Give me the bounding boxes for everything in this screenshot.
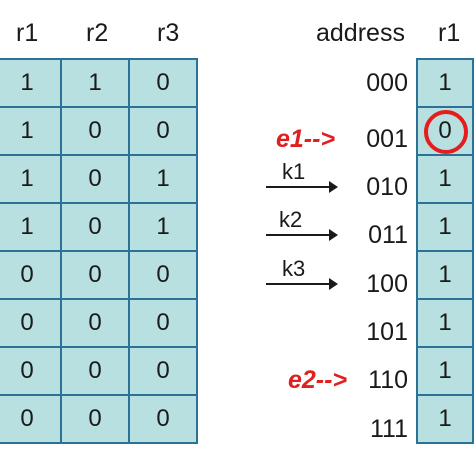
- address-label: 100: [366, 270, 408, 298]
- table-cell: 1: [416, 394, 474, 444]
- table-cell: 0: [0, 394, 62, 444]
- header-r2: r2: [86, 19, 109, 47]
- address-label: 011: [368, 221, 408, 249]
- address-label: 101: [366, 318, 408, 346]
- table-row: 0 0 0: [0, 298, 198, 348]
- key-label-k3: k3: [282, 256, 306, 281]
- table-cell: 0: [60, 154, 130, 204]
- table-cell: 1: [416, 346, 474, 396]
- table-cell: 0: [60, 106, 130, 156]
- table-cell: 1: [0, 106, 62, 156]
- address-label: 000: [366, 69, 408, 97]
- table-cell: 1: [416, 202, 474, 252]
- table-cell: 0: [128, 394, 198, 444]
- header-address: address: [316, 19, 405, 47]
- table-cell: 1: [416, 58, 474, 108]
- table-row: 1: [416, 250, 474, 300]
- error-highlight-circle: [424, 110, 468, 154]
- table-row: 0 0 0: [0, 346, 198, 396]
- left-truth-table: 1 1 0 1 0 0 1 0 1 1 0 1 0 0 0 0 0 0: [0, 58, 198, 444]
- table-row: 1: [416, 202, 474, 252]
- arrow-icon: [266, 181, 338, 193]
- table-cell: 1: [0, 58, 62, 108]
- table-cell: 0: [0, 250, 62, 300]
- arrow-icon: [266, 229, 338, 241]
- table-cell: 1: [416, 250, 474, 300]
- table-row: 1: [416, 154, 474, 204]
- table-cell: 0: [60, 250, 130, 300]
- table-cell: 1: [416, 154, 474, 204]
- table-cell: 0: [0, 346, 62, 396]
- table-row: 0 0 0: [0, 250, 198, 300]
- table-row: 1: [416, 58, 474, 108]
- table-cell: 0: [0, 298, 62, 348]
- header-r3: r3: [157, 19, 180, 47]
- table-cell: 0: [128, 106, 198, 156]
- address-label: 110: [368, 366, 408, 394]
- table-cell: 0: [128, 346, 198, 396]
- table-cell: 0: [128, 250, 198, 300]
- table-cell: 1: [128, 202, 198, 252]
- header-right-r1: r1: [438, 19, 461, 47]
- arrow-icon: [266, 278, 338, 290]
- table-row: 1: [416, 298, 474, 348]
- address-label: 010: [366, 173, 408, 201]
- table-cell: 0: [128, 58, 198, 108]
- address-label: 001: [366, 125, 408, 153]
- table-cell: 1: [416, 298, 474, 348]
- table-cell: 1: [60, 58, 130, 108]
- error-marker-e1: e1-->: [276, 125, 336, 153]
- table-cell: 0: [60, 202, 130, 252]
- table-row: 1: [416, 346, 474, 396]
- header-r1: r1: [16, 19, 39, 47]
- error-marker-e2: e2-->: [288, 366, 348, 394]
- table-cell: 1: [128, 154, 198, 204]
- table-row: 1 1 0: [0, 58, 198, 108]
- key-label-k1: k1: [282, 159, 306, 184]
- table-row: 1 0 0: [0, 106, 198, 156]
- table-cell: 0: [60, 298, 130, 348]
- table-cell: 0: [128, 298, 198, 348]
- table-cell: 0: [60, 394, 130, 444]
- table-row: 1 0 1: [0, 202, 198, 252]
- table-cell: 1: [0, 202, 62, 252]
- table-cell: 1: [0, 154, 62, 204]
- address-label: 111: [369, 415, 408, 443]
- table-row: 1: [416, 394, 474, 444]
- table-row: 1 0 1: [0, 154, 198, 204]
- key-label-k2: k2: [279, 207, 303, 232]
- table-cell: 0: [60, 346, 130, 396]
- table-row: 0 0 0: [0, 394, 198, 444]
